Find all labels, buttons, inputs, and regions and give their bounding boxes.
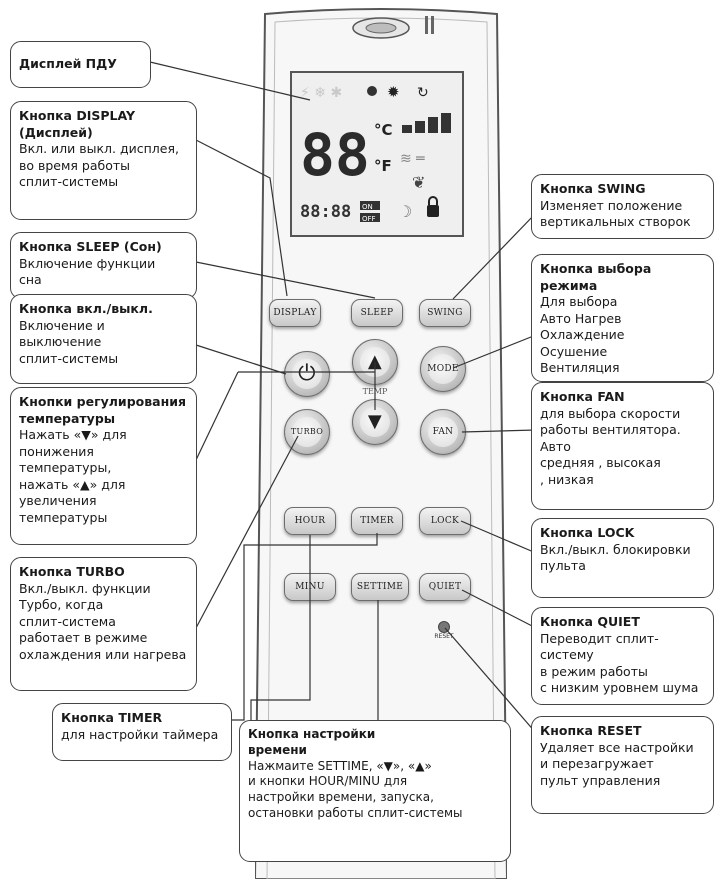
fan-button-label: FAN [427, 416, 459, 448]
callout-temp-buttons-title: Кнопки регулирования температуры [19, 394, 186, 426]
lcd-swing-icon: ≋ ═ [400, 151, 425, 167]
callout-settime-button: Кнопка настройки времени Нажмаите SETTIM… [239, 720, 511, 862]
reset-pinhole[interactable] [438, 621, 450, 633]
callout-temp-buttons: Кнопки регулирования температуры Нажать … [10, 387, 197, 545]
callout-quiet-button-desc: Переводит сплит-систему в режим работы с… [540, 630, 699, 696]
mode-button[interactable]: MODE [420, 346, 466, 392]
callout-quiet-button: Кнопка QUIET Переводит сплит-систему в р… [531, 607, 714, 705]
lcd-auto-icon: ↻ [417, 85, 429, 101]
callout-temp-buttons-desc: Нажать «▼» для понижения температуры, на… [19, 427, 127, 525]
callout-swing-button-title: Кнопка SWING [540, 181, 646, 196]
callout-lock-button-title: Кнопка LOCK [540, 525, 635, 540]
power-button[interactable]: ⏻ [284, 351, 330, 397]
callout-turbo-button-desc: Вкл./выкл. функции Турбо, когда сплит-си… [19, 580, 187, 662]
temp-up-button[interactable]: ▲ [352, 339, 398, 385]
temp-label: TEMP [362, 387, 388, 396]
callout-reset-button-title: Кнопка RESET [540, 723, 642, 738]
callout-fan-button: Кнопка FAN для выбора скорости работы ве… [531, 382, 714, 510]
lcd-on-label: ON [362, 203, 373, 211]
callout-settime-button-title: Кнопка настройки времени [248, 727, 376, 757]
callout-power-button: Кнопка вкл./выкл. Включение и выключение… [10, 294, 197, 384]
callout-timer-button-desc: для настройки таймера [61, 726, 219, 742]
turbo-button-label: TURBO [291, 416, 323, 448]
callout-reset-button-desc: Удаляет все настройки и перезагружает пу… [540, 739, 694, 788]
quiet-button[interactable]: QUIET [419, 573, 471, 601]
settime-button[interactable]: SETTIME [351, 573, 409, 601]
lcd-dry-icon [367, 86, 377, 96]
callout-display-button-title: Кнопка DISPLAY (Дисплей) [19, 108, 136, 140]
swing-button[interactable]: SWING [419, 299, 471, 327]
callout-lock-button-desc: Вкл./выкл. блокировки пульта [540, 541, 691, 574]
callout-fan-button-title: Кнопка FAN [540, 389, 625, 404]
callout-power-button-desc: Включение и выключение сплит-системы [19, 317, 119, 366]
callout-display-screen-title: Дисплей ПДУ [19, 56, 117, 72]
lcd-leaf-icon: ❦ [412, 173, 425, 192]
callout-fan-button-desc: для выбора скорости работы вентилятора. … [540, 405, 681, 487]
callout-lock-button: Кнопка LOCK Вкл./выкл. блокировки пульта [531, 518, 714, 598]
lcd-moon-icon: ☽ [398, 202, 412, 221]
lcd-faded-icons: ⚡ ❄ ✱ [300, 85, 342, 101]
sleep-button[interactable]: SLEEP [351, 299, 403, 327]
callout-sleep-button-title: Кнопка SLEEP (Сон) [19, 239, 162, 254]
callout-power-button-title: Кнопка вкл./выкл. [19, 301, 153, 316]
callout-quiet-button-title: Кнопка QUIET [540, 614, 640, 629]
callout-mode-button-desc: Для выбора Авто Нагрев Охлаждение Осушен… [540, 294, 625, 375]
callout-turbo-button: Кнопка TURBO Вкл./выкл. функции Турбо, к… [10, 557, 197, 691]
triangle-down-icon: ▼ [367, 411, 383, 433]
minu-button[interactable]: MINU [284, 573, 336, 601]
callout-settime-button-desc: Нажмаите SETTIME, «▼», «▲» и кнопки HOUR… [248, 758, 463, 821]
lock-button[interactable]: LOCK [419, 507, 471, 535]
lcd-off-label: OFF [362, 215, 376, 223]
callout-timer-button-title: Кнопка TIMER [61, 710, 163, 725]
reset-label: RESET [434, 633, 454, 640]
callout-display-button: Кнопка DISPLAY (Дисплей) Вкл. или выкл. … [10, 101, 197, 220]
lcd-fahrenheit: °F [374, 157, 392, 175]
callout-turbo-button-title: Кнопка TURBO [19, 564, 125, 579]
callout-reset-button: Кнопка RESET Удаляет все настройки и пер… [531, 716, 714, 814]
lcd-heat-icon: ✹ [387, 83, 400, 101]
power-icon: ⏻ [298, 361, 316, 387]
callout-timer-button: Кнопка TIMER для настройки таймера [52, 703, 232, 761]
triangle-up-icon: ▲ [367, 351, 383, 373]
callout-sleep-button-desc: Включение функции сна [19, 255, 156, 288]
lcd-display: ⚡ ❄ ✱ ✹ ↻ 88 °C °F ≋ ═ ❦ 88:88 ON OFF ☽ [290, 71, 464, 237]
turbo-button[interactable]: TURBO [284, 409, 330, 455]
mode-button-label: MODE [427, 353, 458, 385]
lcd-clock: 88:88 [300, 202, 351, 222]
timer-button[interactable]: TIMER [351, 507, 403, 535]
callout-swing-button: Кнопка SWING Изменяет положение вертикал… [531, 174, 714, 239]
hour-button[interactable]: HOUR [284, 507, 336, 535]
callout-mode-button: Кнопка выбора режима Для выбора Авто Наг… [531, 254, 714, 382]
callout-swing-button-desc: Изменяет положение вертикальных створок [540, 197, 691, 230]
lcd-temp-digits: 88 [300, 121, 370, 189]
callout-mode-button-title: Кнопка выбора режима [540, 261, 652, 293]
lcd-celsius: °C [374, 121, 393, 139]
lcd-lock-icon [427, 205, 439, 217]
callout-display-screen: Дисплей ПДУ [10, 41, 151, 88]
temp-down-button[interactable]: ▼ [352, 399, 398, 445]
callout-sleep-button: Кнопка SLEEP (Сон) Включение функции сна [10, 232, 197, 299]
fan-button[interactable]: FAN [420, 409, 466, 455]
display-button[interactable]: DISPLAY [269, 299, 321, 327]
callout-display-button-desc: Вкл. или выкл. дисплея, во время работы … [19, 141, 179, 189]
